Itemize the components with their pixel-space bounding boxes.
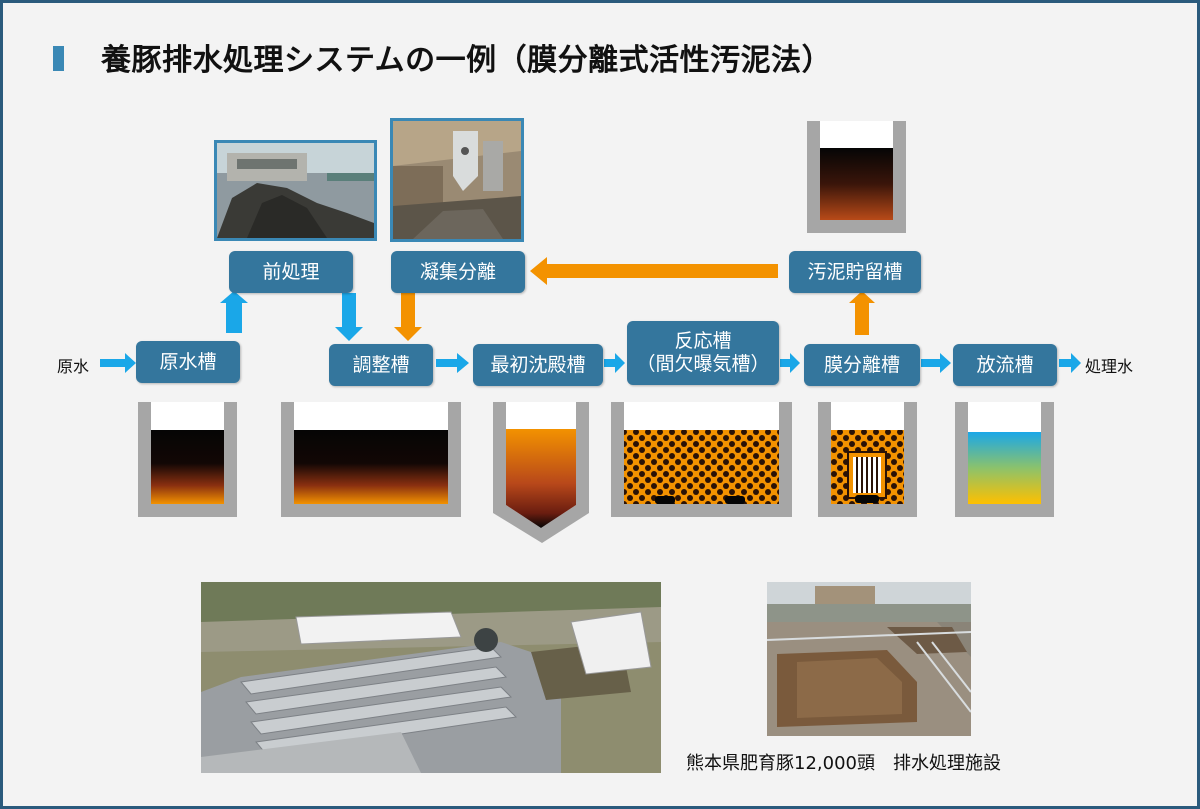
arrow-right-icon: [604, 353, 625, 373]
title-marker: [53, 46, 64, 71]
adjustment-tank-box: 調整槽: [329, 344, 433, 386]
membrane-separation-tank-box: 膜分離槽: [804, 344, 920, 386]
primary-settling-tank-label: 最初沈殿槽: [490, 353, 586, 376]
arrow-right-icon: [1059, 353, 1081, 373]
adjustment-tank-label: 調整槽: [352, 353, 410, 376]
arrow-down-icon: [394, 293, 422, 341]
raw-water-tank-box: 原水槽: [136, 341, 240, 383]
sludge-storage-tank-label: 汚泥貯留槽: [807, 260, 903, 283]
arrow-right-icon: [100, 353, 136, 373]
membrane-tank-illustration: [818, 402, 917, 517]
outflow-label: 処理水: [1085, 357, 1134, 376]
primary-settling-tank-box: 最初沈殿槽: [473, 344, 603, 386]
diffuser-icon: [725, 496, 745, 504]
coagulation-separator-photo: [390, 118, 524, 242]
arrow-up-icon: [220, 291, 248, 333]
membrane-module-icon: [847, 451, 887, 503]
arrow-right-icon: [780, 353, 800, 373]
discharge-tank-box: 放流槽: [953, 344, 1057, 386]
discharge-tank-illustration: [955, 402, 1054, 517]
sludge-storage-tank-illustration: [807, 121, 906, 233]
inflow-label: 原水: [57, 357, 90, 376]
raw-water-tank-label: 原水槽: [159, 350, 217, 373]
page-title: 養豚排水処理システムの一例（膜分離式活性汚泥法）: [101, 43, 833, 78]
facility-aerial-photo: [201, 582, 661, 773]
raw-water-tank-illustration: [138, 402, 237, 517]
reaction-tank-illustration: [611, 402, 792, 517]
reaction-tank-box: 反応槽 （間欠曝気槽）: [627, 321, 779, 385]
water-flow-arrows: [100, 291, 1081, 373]
arrow-down-icon: [335, 293, 363, 341]
discharge-tank-label: 放流槽: [976, 353, 1034, 376]
adjustment-tank-illustration: [281, 402, 461, 517]
reaction-tank-label: 反応槽 （間欠曝気槽）: [636, 330, 770, 375]
treatment-tanks-photo: [767, 582, 971, 736]
sludge-flow-arrows: [394, 257, 875, 341]
arrow-right-icon: [436, 353, 469, 373]
sludge-storage-tank-box: 汚泥貯留槽: [789, 251, 921, 293]
arrow-left-icon: [530, 257, 778, 285]
pretreatment-label: 前処理: [262, 260, 320, 283]
process-flow-diagram: [100, 121, 1081, 543]
arrow-up-icon: [849, 291, 875, 335]
arrow-right-icon: [921, 353, 951, 373]
membrane-separation-tank-label: 膜分離槽: [823, 353, 900, 376]
pretreatment-box: 前処理: [229, 251, 353, 293]
pretreatment-photo: [214, 140, 377, 241]
facility-caption: 熊本県肥育豚12,000頭 排水処理施設: [686, 753, 1001, 774]
diffuser-icon: [655, 496, 675, 504]
primary-settling-tank-illustration: [493, 402, 589, 543]
coagulation-separation-label: 凝集分離: [419, 260, 496, 283]
coagulation-separation-box: 凝集分離: [391, 251, 525, 293]
